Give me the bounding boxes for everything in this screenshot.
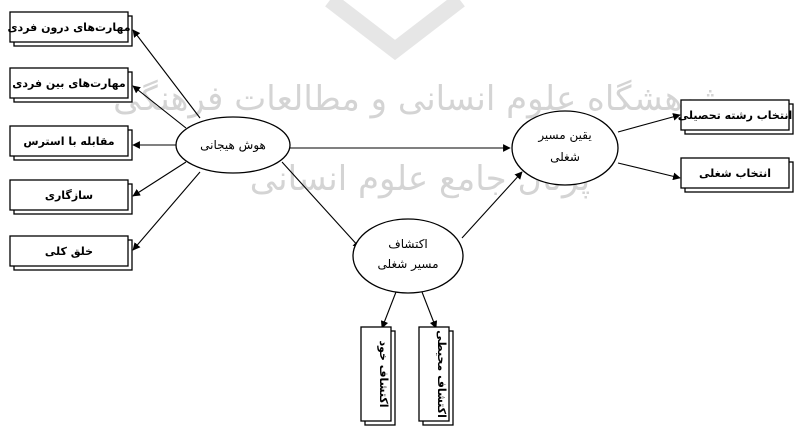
box-self-exploration-label: اکتشاف خود: [377, 340, 390, 407]
node-emotional-intelligence-label: هوش هیجانی: [200, 138, 266, 153]
box-stress-management-label: مقابله با استرس: [23, 135, 114, 148]
arrow-to-interpersonal: [132, 85, 187, 129]
arrow-to-self-exploration: [380, 291, 397, 329]
watermark-text-line1: پژوهشگاه علوم انسانی و مطالعات فرهنگی: [113, 79, 727, 119]
box-intrapersonal-skills-label: مهارت‌های درون فردی: [7, 21, 130, 34]
node-career-exploration-label-2: مسیر شغلی: [377, 257, 438, 272]
bottom-indicator-boxes: اکتشاف خود اکتشاف محیطی: [360, 326, 454, 426]
box-stress-management: مقابله با استرس: [9, 125, 133, 161]
box-general-mood-label: خلق کلی: [45, 245, 93, 258]
left-indicator-boxes: مهارت‌های درون فردی مهارت‌های بین فردی م…: [7, 11, 133, 271]
node-emotional-intelligence: هوش هیجانی: [175, 116, 291, 174]
box-environmental-exploration: اکتشاف محیطی: [418, 326, 454, 426]
box-interpersonal-skills: مهارت‌های بین فردی: [9, 67, 133, 103]
box-job-choice-label: انتخاب شغلی: [699, 167, 771, 180]
box-intrapersonal-skills: مهارت‌های درون فردی: [7, 11, 133, 47]
arrow-to-field-choice: [617, 113, 681, 133]
node-career-certainty-label-2: شغلی: [550, 150, 580, 164]
node-career-certainty-label-1: یقین مسیر: [537, 128, 591, 143]
node-career-exploration: اکتشاف مسیر شغلی: [352, 218, 464, 294]
box-interpersonal-skills-label: مهارت‌های بین فردی: [12, 77, 125, 90]
box-adaptability-label: سازگاری: [45, 189, 93, 202]
box-general-mood: خلق کلی: [9, 235, 133, 271]
box-field-of-study-choice: انتخاب رشته تحصیلی: [678, 99, 794, 135]
arrow-to-general-mood: [132, 171, 201, 251]
edges: [132, 29, 681, 329]
box-environmental-exploration-label: اکتشاف محیطی: [435, 330, 448, 418]
watermark-logo-shape: [325, 0, 465, 61]
arrow-ei-to-exploration: [281, 161, 361, 249]
box-job-choice: انتخاب شغلی: [680, 157, 794, 193]
node-career-certainty: یقین مسیر شغلی: [511, 110, 619, 186]
right-indicator-boxes: انتخاب رشته تحصیلی انتخاب شغلی: [678, 99, 794, 193]
arrow-to-intrapersonal: [132, 29, 201, 119]
box-adaptability: سازگاری: [9, 179, 133, 215]
arrow-to-adaptability: [132, 161, 187, 197]
box-field-of-study-choice-label: انتخاب رشته تحصیلی: [678, 109, 792, 122]
arrow-to-job-choice: [617, 162, 681, 181]
node-career-exploration-label-1: اکتشاف: [388, 237, 427, 251]
arrow-to-environmental-exploration: [421, 291, 438, 329]
arrow-exploration-to-certainty: [461, 171, 523, 239]
box-self-exploration: اکتشاف خود: [360, 326, 396, 426]
